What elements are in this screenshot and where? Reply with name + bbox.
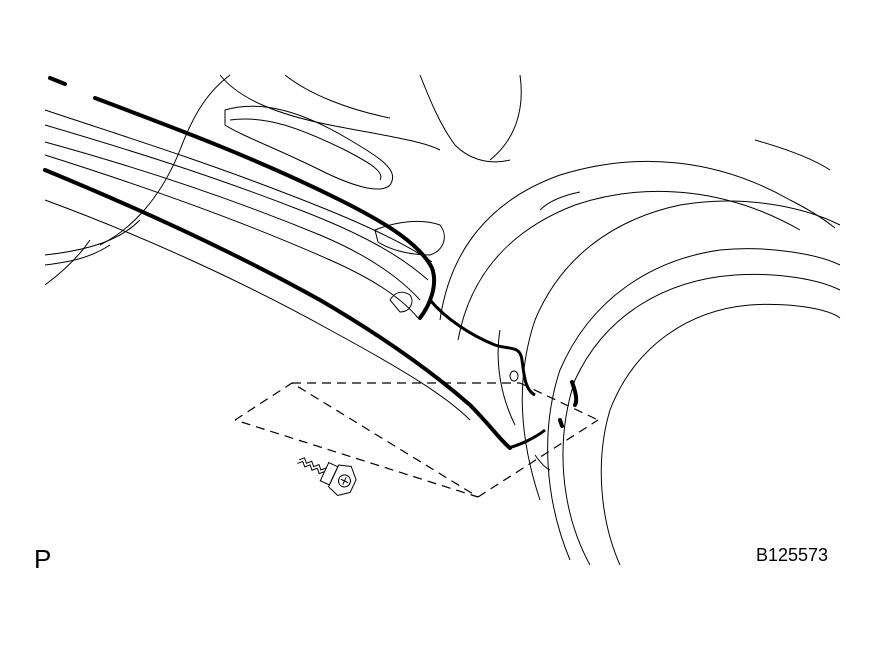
- figure-code: B125573: [756, 545, 829, 565]
- clip-location: [509, 370, 579, 428]
- wheel-arch: [439, 139, 841, 566]
- rocker-panel-cover: [43, 76, 512, 450]
- detail-dashed-outline: [234, 382, 599, 498]
- door-scuff-plate: [219, 74, 522, 256]
- door-sill-area: [44, 74, 433, 319]
- wire-harness: [428, 299, 546, 450]
- bolt-icon: [297, 457, 357, 496]
- view-label: P: [34, 544, 52, 574]
